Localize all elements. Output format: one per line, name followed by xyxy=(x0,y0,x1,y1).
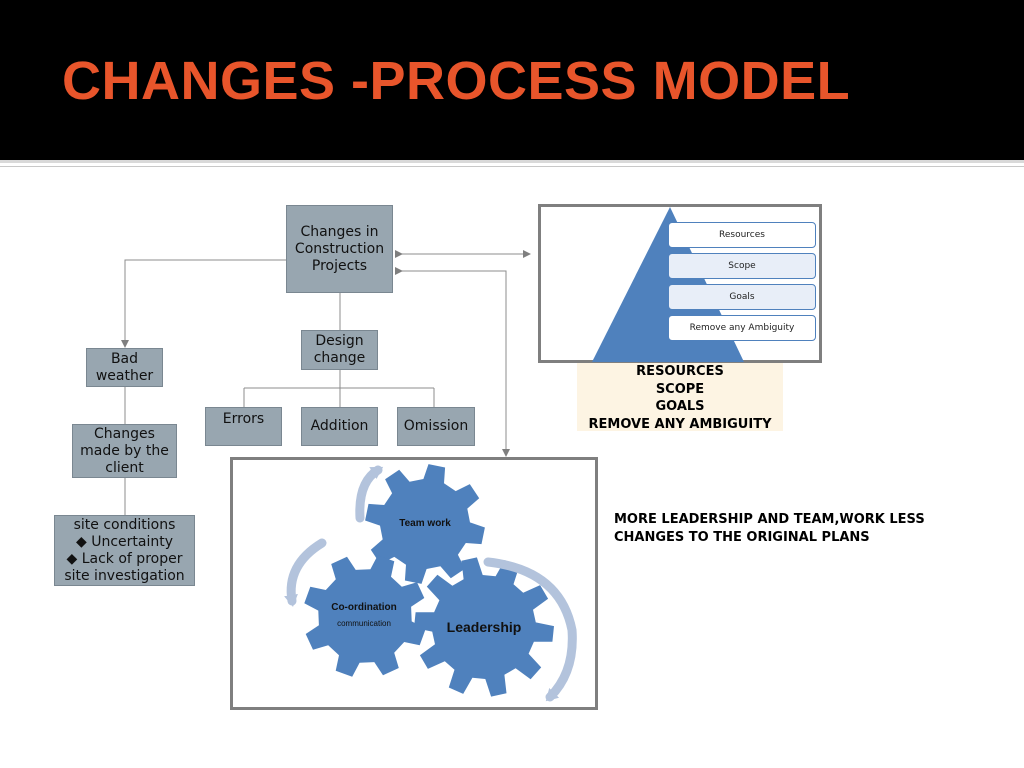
connector-root-to-gears xyxy=(395,267,510,457)
gear-leadership xyxy=(414,557,554,697)
gear-coordination xyxy=(304,555,426,677)
omission-label: Omission xyxy=(403,418,469,434)
gear-label-team-work: Team work xyxy=(399,518,451,529)
root-line-1: Changes in xyxy=(300,223,379,240)
root-line-2: Construction xyxy=(294,240,385,257)
cycle-arrow-top xyxy=(355,465,384,523)
client-line-3: client xyxy=(105,459,144,476)
client-line-1: Changes xyxy=(94,425,155,442)
bad-weather-line-1: Bad xyxy=(110,350,139,367)
caption-line-2: SCOPE xyxy=(655,381,705,397)
site-line-1: site conditions xyxy=(73,516,176,533)
pyramid-caption: RESOURCES SCOPE GOALS REMOVE ANY AMBIGUI… xyxy=(577,363,783,432)
slide-title: CHANGES -PROCESS MODEL xyxy=(62,51,851,111)
addition-box: Addition xyxy=(301,407,378,446)
divider-line-thin xyxy=(0,166,1024,167)
cycle-arrow-right xyxy=(483,557,577,702)
header-bar xyxy=(0,0,1024,160)
site-line-2: ◆ Uncertainty xyxy=(75,533,173,550)
connector-design-children xyxy=(243,370,435,407)
caption-line-1: RESOURCES xyxy=(636,364,724,379)
site-line-3: ◆ Lack of proper xyxy=(66,550,183,567)
gear-team-work xyxy=(365,464,485,584)
connector-root-to-weather xyxy=(121,259,287,348)
errors-label: Errors xyxy=(222,411,265,427)
pyramid-item-ambiguity: Remove any Ambiguity xyxy=(668,315,816,341)
site-conditions-box: site conditions◆ Uncertainty◆ Lack of pr… xyxy=(54,515,195,586)
caption-line-3: GOALS xyxy=(655,399,705,414)
note-line-2: CHANGES TO THE ORIGINAL PLANS xyxy=(614,530,870,545)
bad-weather-line-2: weather xyxy=(95,367,154,384)
root-line-3: Projects xyxy=(311,257,368,274)
gear-label-coordination: Co-ordination xyxy=(331,602,397,613)
client-line-2: made by the xyxy=(80,442,169,459)
pyramid-item-resources: Resources xyxy=(668,222,816,248)
caption-line-4: REMOVE ANY AMBIGUITY xyxy=(588,416,772,432)
site-line-4: site investigation xyxy=(64,567,185,584)
gear-label-leadership: Leadership xyxy=(446,619,522,635)
errors-box: Errors xyxy=(205,407,282,446)
divider-line xyxy=(0,160,1024,163)
leadership-note: MORE LEADERSHIP AND TEAM,WORK LESS CHANG… xyxy=(614,511,925,547)
pyramid-item-scope: Scope xyxy=(668,253,816,279)
note-line-1: MORE LEADERSHIP AND TEAM,WORK LESS xyxy=(614,512,925,527)
pyramid-item-goals: Goals xyxy=(668,284,816,310)
omission-box: Omission xyxy=(397,407,475,446)
gear-label-communication: communication xyxy=(337,619,391,628)
cycle-arrow-left xyxy=(284,538,327,607)
design-line-2: change xyxy=(313,350,366,366)
design-line-1: Design xyxy=(315,333,364,349)
addition-label: Addition xyxy=(310,418,369,434)
